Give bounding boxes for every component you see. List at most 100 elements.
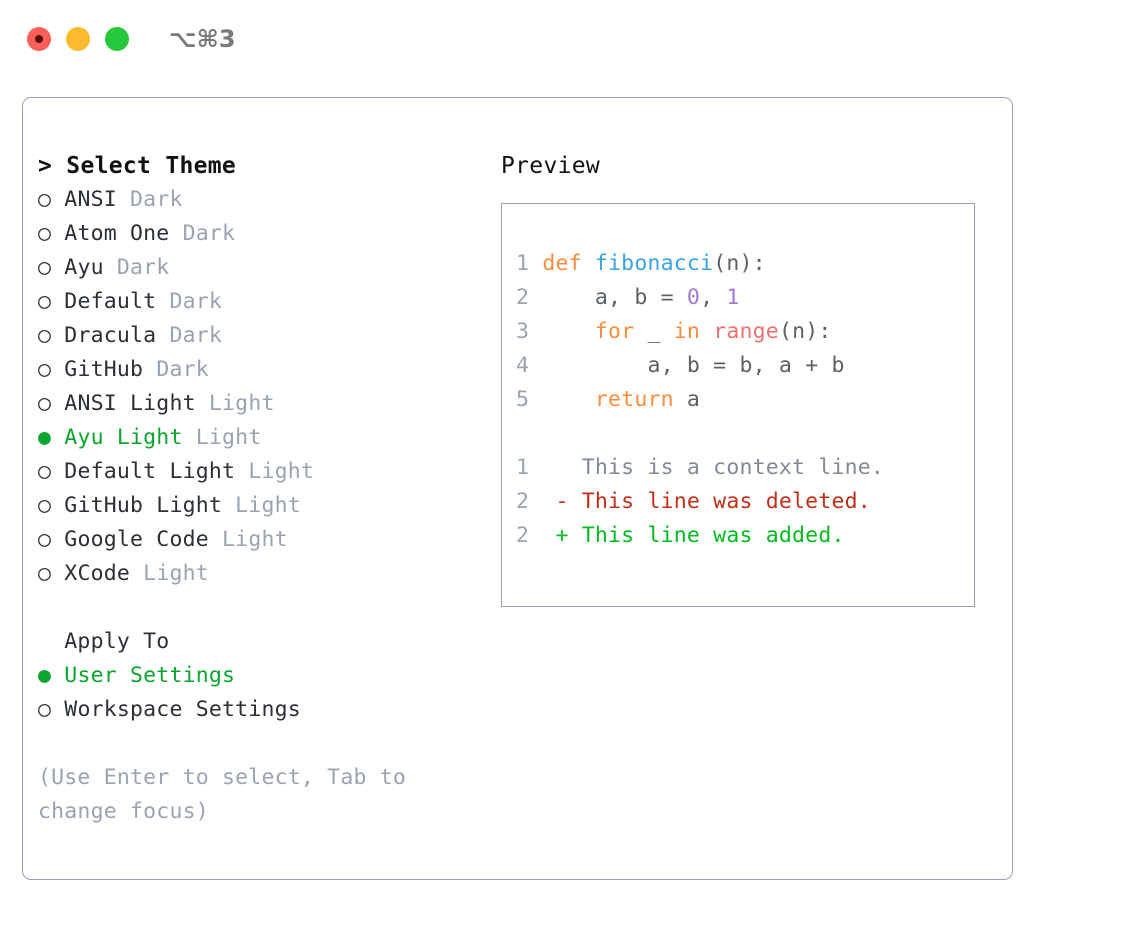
theme-option-label: Google Code <box>51 527 209 552</box>
theme-option-default-light[interactable]: ○ Default Light Light <box>38 455 488 489</box>
preview-heading: Preview <box>501 153 601 179</box>
preview-column: Preview 1 def fibonacci(n):2 a, b = 0, 1… <box>501 149 1001 607</box>
theme-option-label: Atom One <box>51 221 170 246</box>
theme-variant-tag: Light <box>208 527 288 552</box>
theme-option-label: GitHub <box>51 357 144 382</box>
radio-unselected-icon: ○ <box>38 697 52 722</box>
radio-unselected-icon: ○ <box>38 323 52 348</box>
code-token: , <box>700 285 727 310</box>
theme-option-atom-one[interactable]: ○ Atom One Dark <box>38 217 488 251</box>
dialog-panel: > Select Theme ○ ANSI Dark○ Atom One Dar… <box>22 97 1013 880</box>
radio-unselected-icon: ○ <box>38 289 52 314</box>
theme-selector-column: > Select Theme ○ ANSI Dark○ Atom One Dar… <box>38 149 488 829</box>
code-gutter-spacer <box>529 319 542 344</box>
radio-selected-icon: ● <box>38 425 52 450</box>
radio-selected-icon: ● <box>38 663 52 688</box>
code-token: a, b = <box>542 285 687 310</box>
theme-option-google-code[interactable]: ○ Google Code Light <box>38 523 488 557</box>
theme-option-label: Ayu Light <box>51 425 183 450</box>
diff-line-number: 2 <box>516 489 530 514</box>
theme-variant-tag: Dark <box>116 187 183 212</box>
panel-columns: > Select Theme ○ ANSI Dark○ Atom One Dar… <box>23 98 1012 879</box>
apply-to-option-label: Workspace Settings <box>51 697 301 722</box>
theme-option-ansi-light[interactable]: ○ ANSI Light Light <box>38 387 488 421</box>
code-token: return <box>542 387 687 412</box>
keyboard-shortcut-label: ⌥⌘3 <box>169 25 236 53</box>
theme-list[interactable]: ○ ANSI Dark○ Atom One Dark○ Ayu Dark○ De… <box>38 183 488 591</box>
radio-unselected-icon: ○ <box>38 357 52 382</box>
keyboard-hint-text: (Use Enter to select, Tab to change focu… <box>38 765 420 824</box>
line-number: 3 <box>516 319 530 344</box>
diff-sign: - <box>529 489 569 514</box>
theme-option-xcode[interactable]: ○ XCode Light <box>38 557 488 591</box>
theme-option-label: GitHub Light <box>51 493 223 518</box>
apply-to-option-user-settings[interactable]: ● User Settings <box>38 659 488 693</box>
code-token: def <box>542 251 595 276</box>
select-theme-heading: > Select Theme <box>38 153 237 179</box>
radio-unselected-icon: ○ <box>38 187 52 212</box>
theme-option-ayu[interactable]: ○ Ayu Dark <box>38 251 488 285</box>
code-token: (n): <box>778 319 832 344</box>
apply-to-section: Apply To ● User Settings○ Workspace Sett… <box>38 625 488 727</box>
code-line: 2 a, b = 0, 1 <box>516 281 968 315</box>
theme-option-ayu-light[interactable]: ● Ayu Light Light <box>38 421 488 455</box>
code-token: in <box>673 319 714 344</box>
theme-option-github[interactable]: ○ GitHub Dark <box>38 353 488 387</box>
apply-to-option-label: User Settings <box>51 663 236 688</box>
diff-line-number: 1 <box>516 455 530 480</box>
theme-option-label: Default <box>51 289 157 314</box>
window-controls <box>27 27 129 51</box>
theme-variant-tag: Light <box>182 425 262 450</box>
code-token: (n): <box>713 251 766 276</box>
diff-line: 1 This is a context line. <box>516 451 968 485</box>
theme-variant-tag: Light <box>235 459 315 484</box>
theme-option-github-light[interactable]: ○ GitHub Light Light <box>38 489 488 523</box>
theme-option-label: XCode <box>51 561 131 586</box>
apply-to-option-workspace-settings[interactable]: ○ Workspace Settings <box>38 693 488 727</box>
apply-to-list[interactable]: ● User Settings○ Workspace Settings <box>38 659 488 727</box>
line-number: 5 <box>516 387 530 412</box>
radio-unselected-icon: ○ <box>38 255 52 280</box>
radio-unselected-icon: ○ <box>38 459 52 484</box>
code-line: 4 a, b = b, a + b <box>516 349 968 383</box>
code-gutter-spacer <box>529 285 542 310</box>
maximize-button[interactable] <box>105 27 129 51</box>
line-number: 2 <box>516 285 530 310</box>
radio-unselected-icon: ○ <box>38 391 52 416</box>
theme-option-label: ANSI <box>51 187 117 212</box>
theme-variant-tag: Light <box>222 493 301 518</box>
recording-indicator-dot <box>35 35 43 43</box>
diff-sign: + <box>529 523 569 548</box>
theme-option-dracula[interactable]: ○ Dracula Dark <box>38 319 488 353</box>
radio-unselected-icon: ○ <box>38 221 52 246</box>
theme-variant-tag: Dark <box>169 221 236 246</box>
minimize-button[interactable] <box>66 27 90 51</box>
code-token: fibonacci <box>594 251 714 276</box>
diff-line: 2 - This line was deleted. <box>516 485 968 519</box>
code-gutter-spacer <box>529 353 542 378</box>
theme-variant-tag: Dark <box>143 357 209 382</box>
theme-option-label: ANSI Light <box>51 391 196 416</box>
code-token: 1 <box>726 285 740 310</box>
theme-variant-tag: Dark <box>156 323 223 348</box>
diff-text: This line was deleted. <box>568 489 871 514</box>
code-token: _ <box>647 319 674 344</box>
code-gutter-spacer <box>529 251 542 276</box>
radio-unselected-icon: ○ <box>38 561 52 586</box>
diff-line: 2 + This line was added. <box>516 519 968 553</box>
theme-variant-tag: Dark <box>103 255 170 280</box>
code-line: 3 for _ in range(n): <box>516 315 968 349</box>
diff-text: This is a context line. <box>568 455 885 480</box>
close-button[interactable] <box>27 27 51 51</box>
preview-separator <box>516 417 968 451</box>
theme-option-label: Default Light <box>51 459 236 484</box>
theme-variant-tag: Dark <box>156 289 223 314</box>
diff-text: This line was added. <box>568 523 845 548</box>
theme-option-ansi[interactable]: ○ ANSI Dark <box>38 183 488 217</box>
diff-sign <box>529 455 568 480</box>
title-bar: ⌥⌘3 <box>0 0 1140 78</box>
theme-option-default[interactable]: ○ Default Dark <box>38 285 488 319</box>
apply-to-heading: Apply To <box>38 629 170 654</box>
